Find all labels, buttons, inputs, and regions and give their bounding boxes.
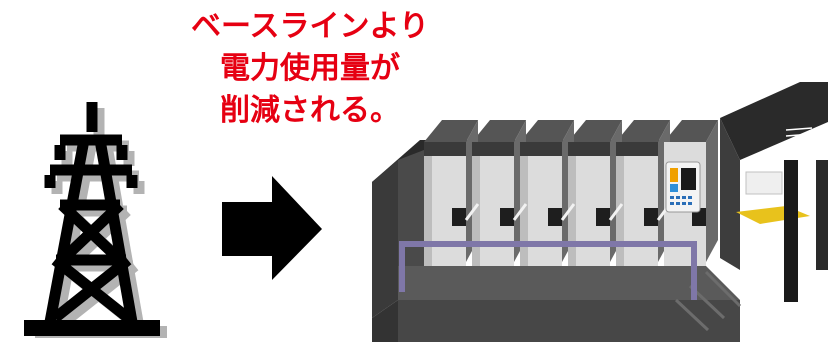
caption-line-3: 削減される。 [220,93,400,128]
control-panel [665,161,701,213]
printing-press-illustration [372,82,828,342]
guard-rail [399,241,697,300]
reduction-caption: ベースラインより 電力使用量が 削減される。 [160,6,460,132]
press-left-frame [372,160,398,318]
right-arrow-icon [222,176,322,280]
press-base [372,266,742,342]
delivery-tray [736,206,810,224]
tower-body [24,102,160,336]
caption-line-2: 電力使用量が [220,51,400,86]
press-delivery [720,82,828,302]
caption-line-1: ベースラインより [191,9,429,44]
power-transmission-tower-icon [24,102,167,338]
